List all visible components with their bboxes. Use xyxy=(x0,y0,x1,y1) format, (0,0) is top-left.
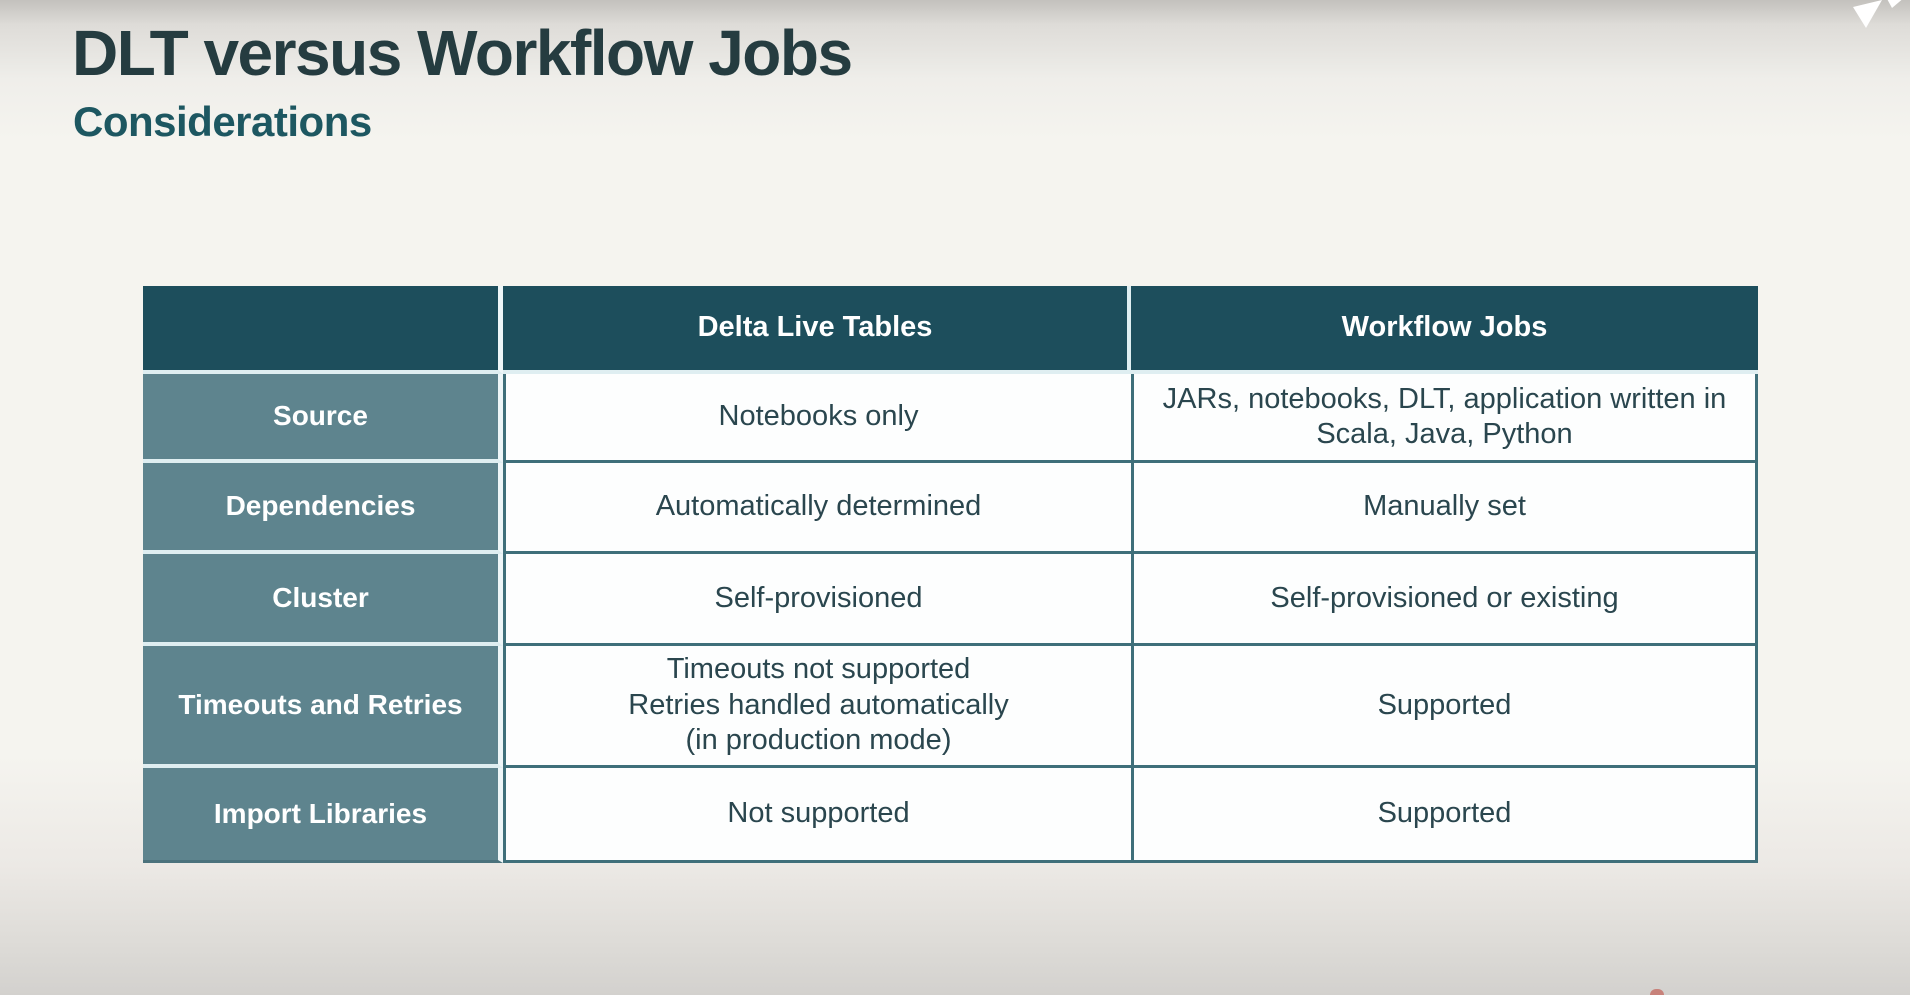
cell-cluster-dlt: Self-provisioned xyxy=(503,554,1131,646)
cell-dependencies-dlt: Automatically determined xyxy=(503,463,1131,554)
red-logo-tip-icon xyxy=(1650,989,1664,995)
cell-import-libraries-dlt: Not supported xyxy=(503,768,1131,863)
table-corner-cell xyxy=(143,286,503,374)
row-header-cluster: Cluster xyxy=(143,554,503,646)
slide-title: DLT versus Workflow Jobs xyxy=(72,17,853,89)
column-header-delta-live-tables: Delta Live Tables xyxy=(503,286,1131,374)
cell-import-libraries-workflow: Supported xyxy=(1131,768,1758,863)
cell-source-workflow: JARs, notebooks, DLT, application writte… xyxy=(1131,374,1758,463)
row-header-import-libraries: Import Libraries xyxy=(143,768,503,863)
cell-dependencies-workflow: Manually set xyxy=(1131,463,1758,554)
cell-timeouts-dlt: Timeouts not supported Retries handled a… xyxy=(503,646,1131,768)
mouse-pointer-icon xyxy=(1845,0,1907,34)
row-header-timeouts-and-retries: Timeouts and Retries xyxy=(143,646,503,768)
comparison-table: Delta Live Tables Workflow Jobs Source N… xyxy=(143,286,1758,863)
cell-source-dlt: Notebooks only xyxy=(503,374,1131,463)
row-header-dependencies: Dependencies xyxy=(143,463,503,554)
row-header-source: Source xyxy=(143,374,503,463)
slide-subtitle: Considerations xyxy=(73,98,372,145)
column-header-workflow-jobs: Workflow Jobs xyxy=(1131,286,1758,374)
cell-cluster-workflow: Self-provisioned or existing xyxy=(1131,554,1758,646)
cell-timeouts-workflow: Supported xyxy=(1131,646,1758,768)
